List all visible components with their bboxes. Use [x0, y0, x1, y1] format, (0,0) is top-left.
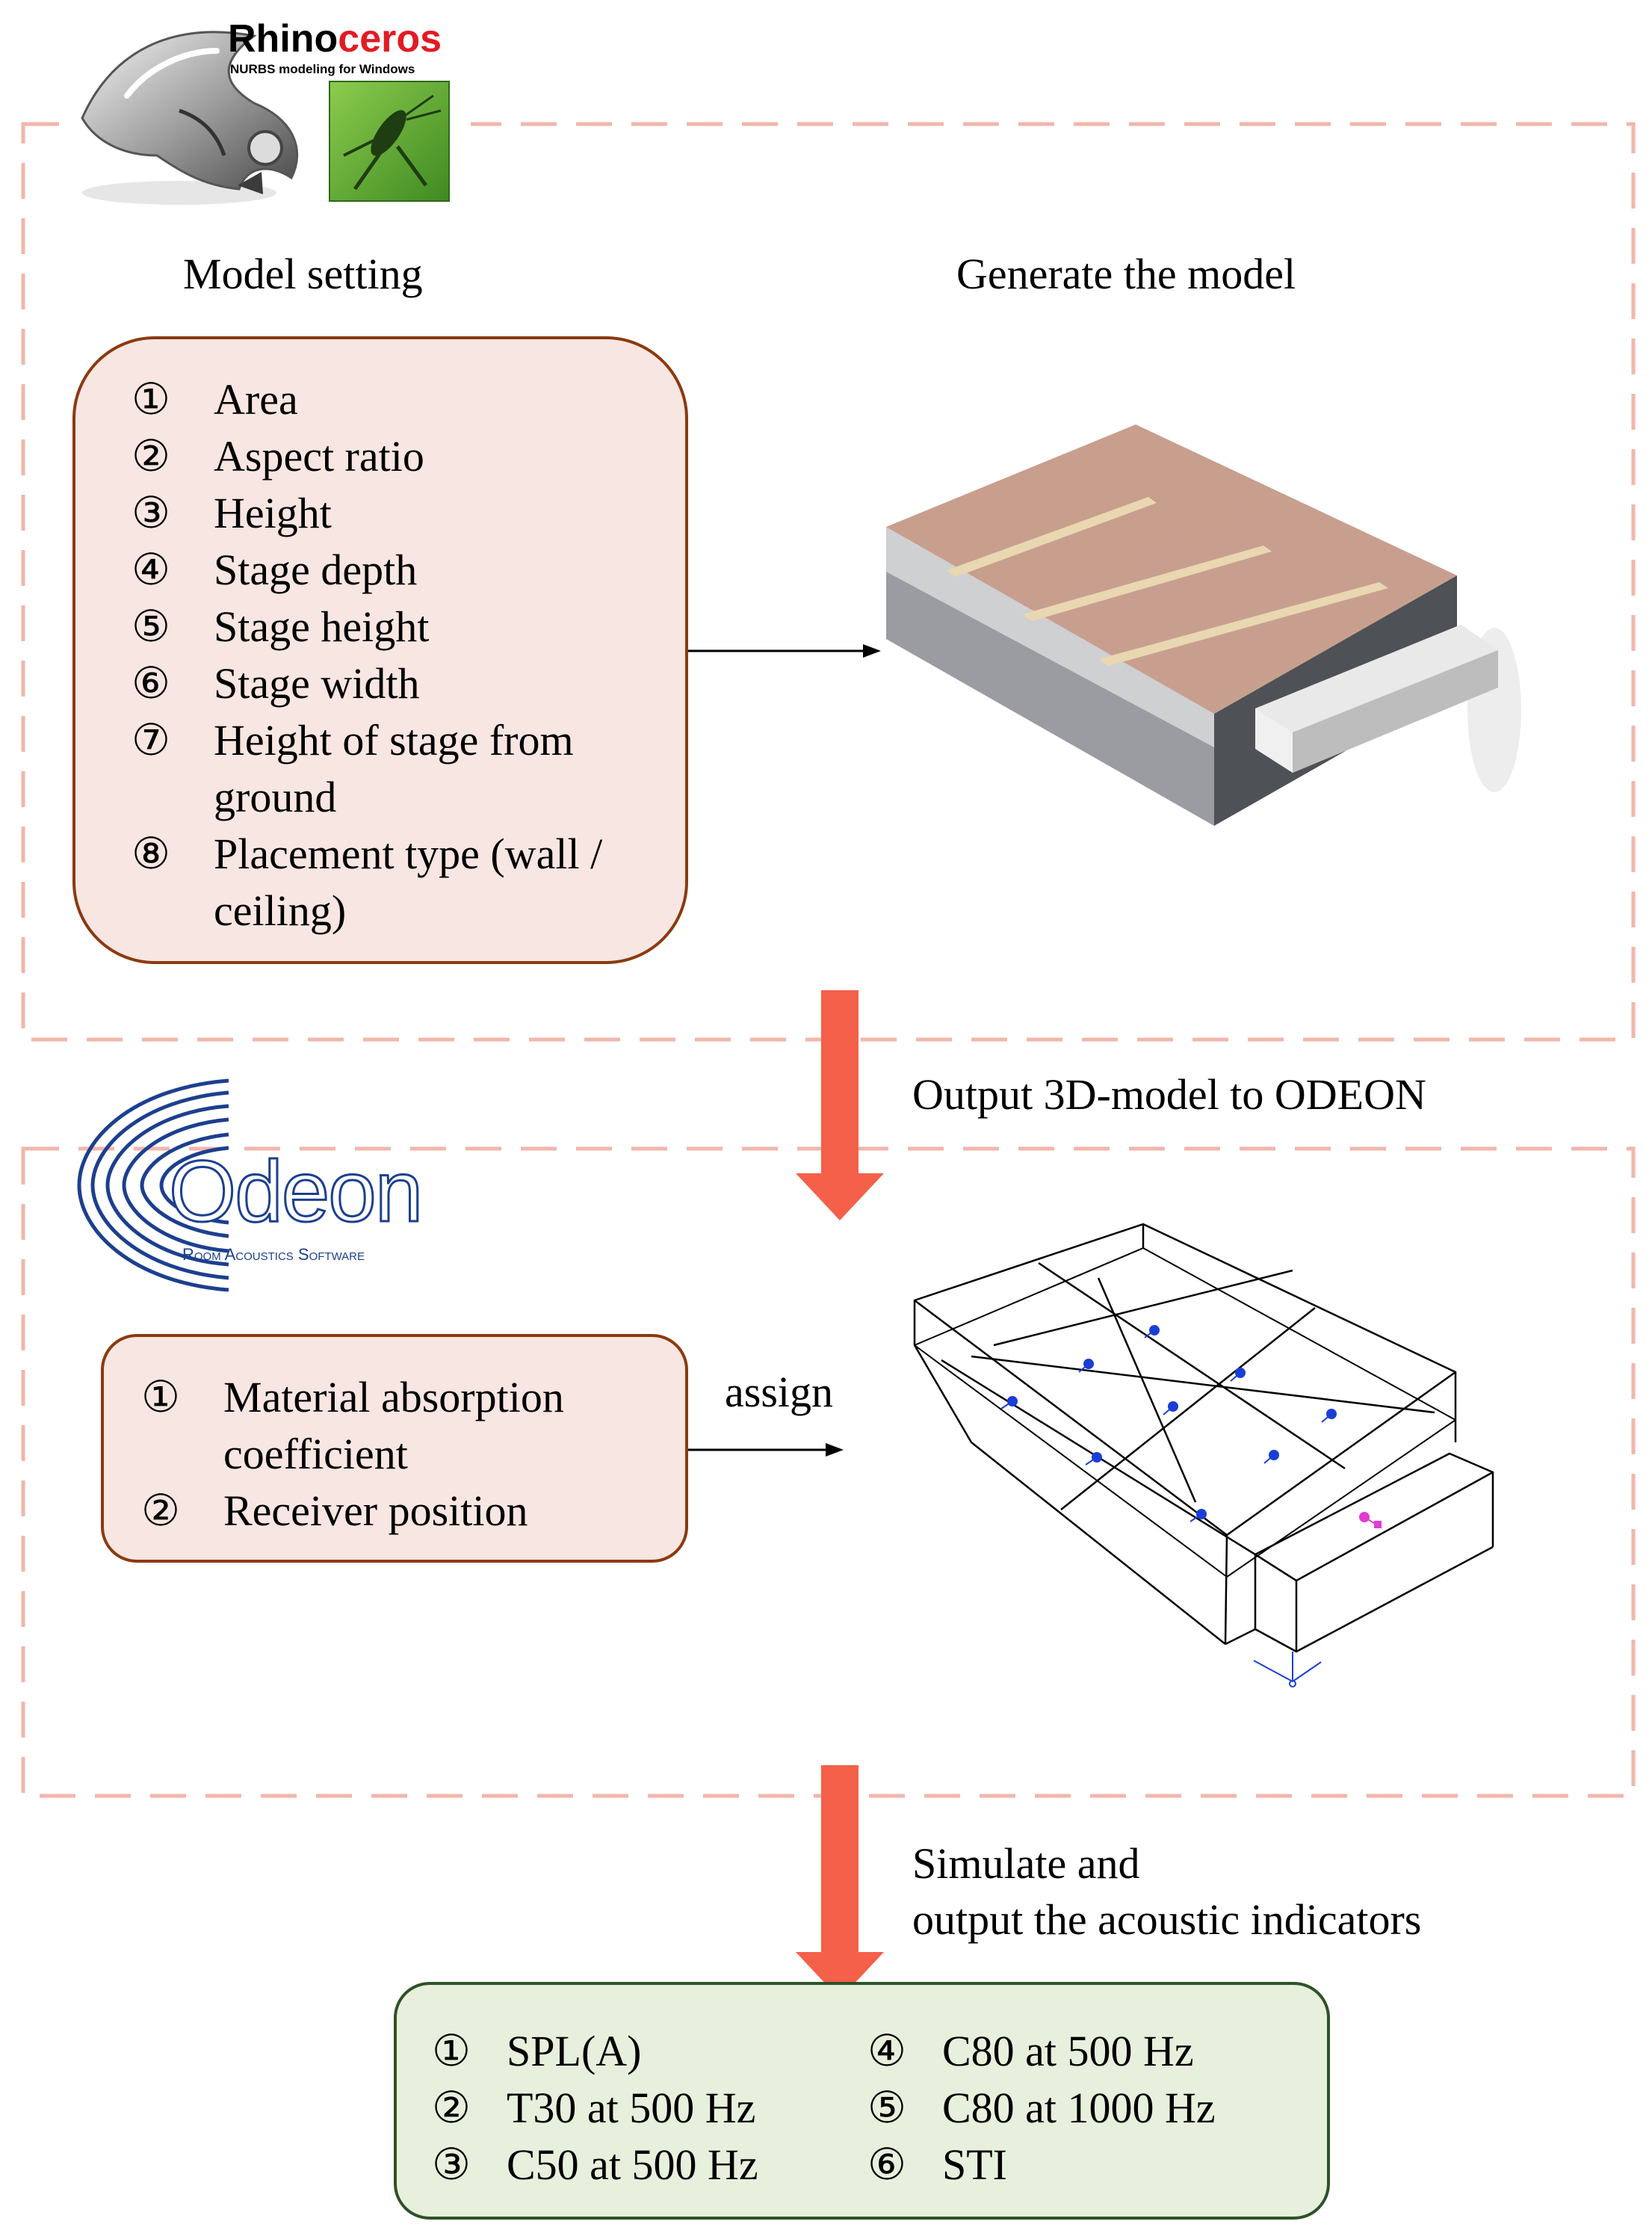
flow-arrow-1 [796, 990, 884, 1220]
odeon-wordmark: Odeon [167, 1143, 424, 1240]
rhino-icon [81, 31, 299, 205]
generate-model-heading: Generate the model [956, 250, 1296, 298]
odeon-wireframe-model [913, 1223, 1494, 1687]
odeon-logo: Odeon Room Acoustics Software [72, 1073, 460, 1297]
connector-arrow-model [688, 644, 881, 658]
grasshopper-icon [329, 81, 450, 202]
output-to-odeon-label: Output 3D-model to ODEON [912, 1070, 1426, 1119]
rhino-title-black: Rhino [228, 17, 338, 61]
rhino-title-red: ceros [338, 17, 442, 61]
odeon-tagline: Room Acoustics Software [182, 1245, 365, 1264]
model-setting-heading: Model setting [183, 250, 423, 298]
connector-arrow-assign [688, 1443, 844, 1457]
assign-label: assign [725, 1368, 833, 1416]
simulate-label-line1: Simulate and [912, 1839, 1140, 1888]
simulate-label-line2: output the acoustic indicators [912, 1895, 1422, 1944]
rhino-subtitle: NURBS modeling for Windows [230, 62, 415, 76]
flow-arrow-2 [796, 1765, 884, 1999]
rhino-logo: Rhinoceros NURBS modeling for Windows [67, 6, 471, 206]
generated-3d-model [886, 424, 1521, 826]
sound-wave-arcs-icon [77, 1078, 229, 1292]
